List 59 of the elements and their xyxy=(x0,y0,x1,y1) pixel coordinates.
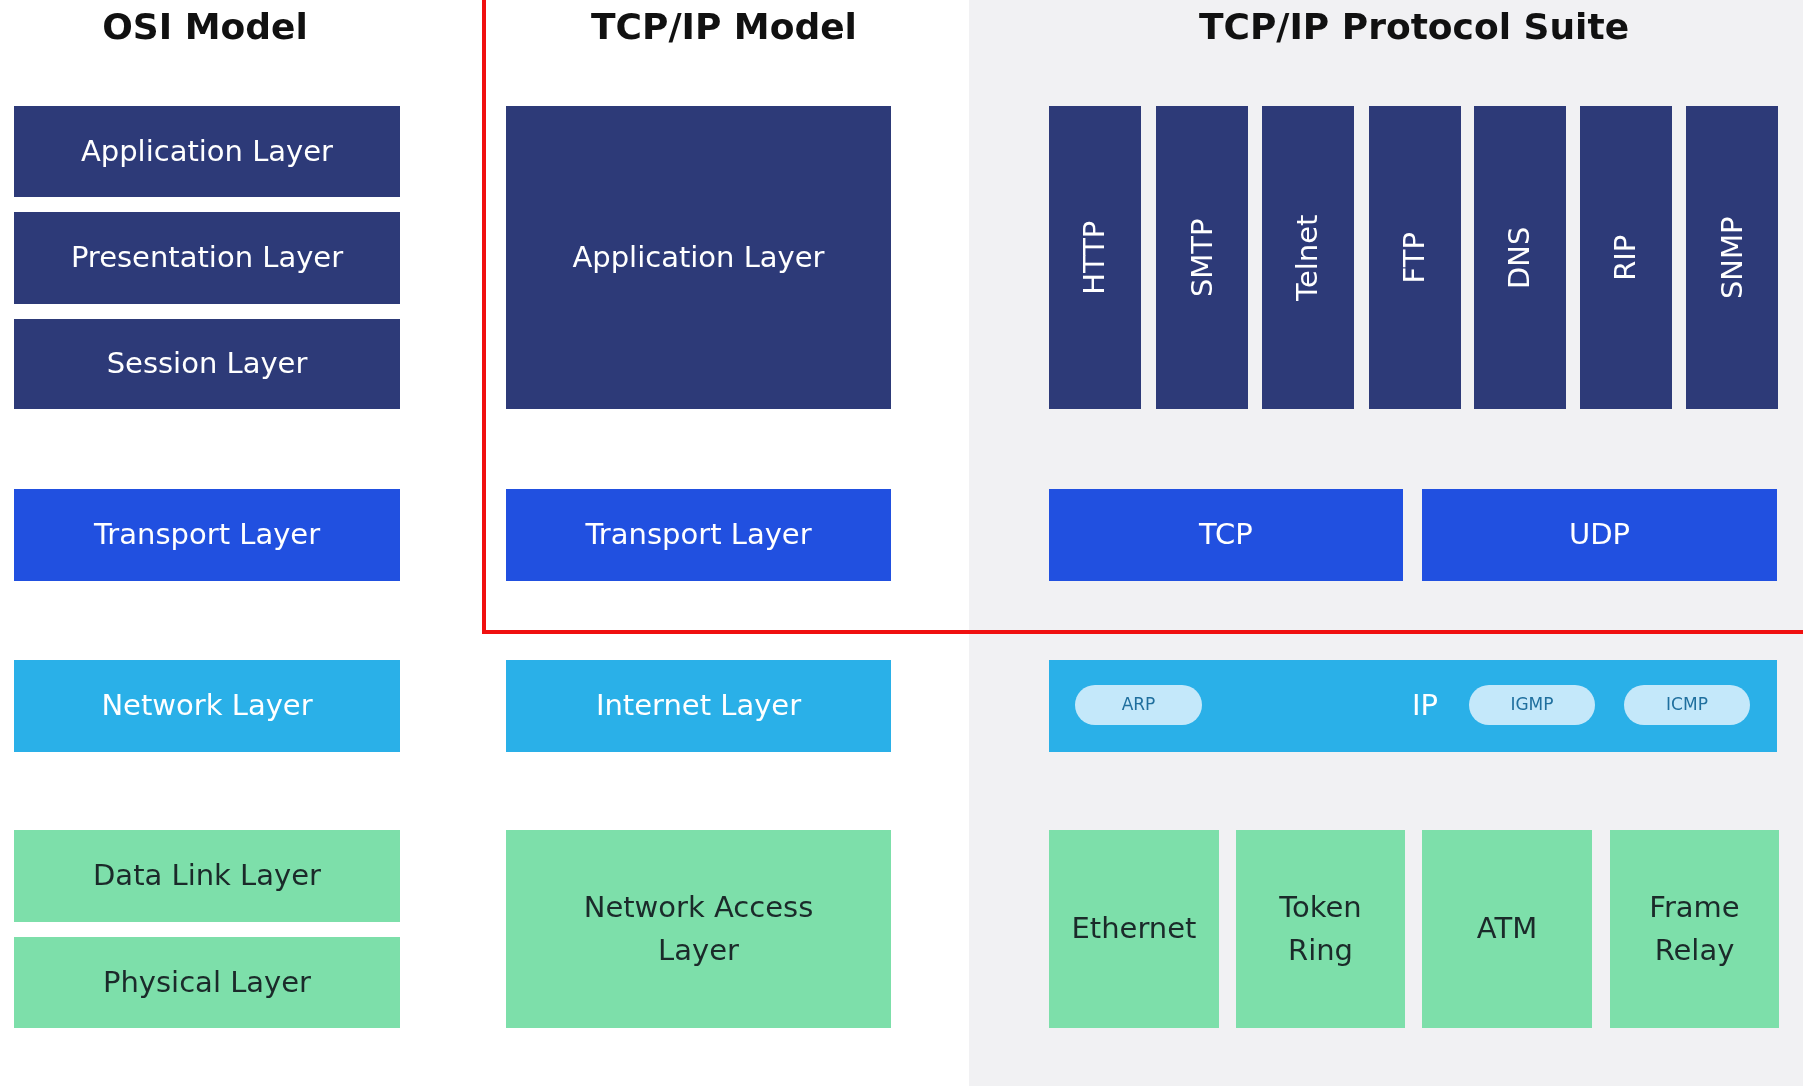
layer-label: Network Layer xyxy=(101,687,313,725)
layer-label: Transport Layer xyxy=(585,516,812,554)
layer-label: ARP xyxy=(1121,693,1156,717)
layer-label: Frame Relay xyxy=(1648,888,1741,969)
layer-box xyxy=(506,830,891,1028)
column-title: TCP/IP Protocol Suite xyxy=(1198,6,1630,47)
layer-label: ICMP xyxy=(1666,693,1708,717)
protocol-column xyxy=(1474,106,1566,409)
layer-label: Presentation Layer xyxy=(70,239,344,277)
protocol-column xyxy=(1049,106,1141,409)
layer-label: RIP xyxy=(1607,234,1644,281)
layer-box xyxy=(14,660,400,752)
layer-label: Data Link Layer xyxy=(93,857,321,895)
layer-label: Internet Layer xyxy=(595,687,802,725)
protocol-column xyxy=(1580,106,1672,409)
layer-box xyxy=(14,106,400,197)
layer-box xyxy=(506,106,891,409)
layer-label: FTP xyxy=(1396,231,1433,284)
layer-box xyxy=(14,212,400,304)
layer-label: UDP xyxy=(1568,516,1630,554)
protocol-box xyxy=(1422,830,1592,1028)
layer-label: TCP xyxy=(1199,516,1253,554)
layer-box xyxy=(14,489,400,581)
layer-label: SMTP xyxy=(1183,218,1220,297)
protocol-pill xyxy=(1469,685,1595,725)
column-title: TCP/IP Model xyxy=(591,6,857,47)
layer-label: Physical Layer xyxy=(102,963,311,1001)
layer-box xyxy=(14,937,400,1028)
layer-box xyxy=(506,489,891,581)
layer-label: Telnet xyxy=(1289,214,1326,301)
protocol-box xyxy=(1049,660,1777,752)
protocol-pill xyxy=(1075,685,1202,725)
protocol-column xyxy=(1262,106,1354,409)
layer-box xyxy=(506,660,891,752)
layer-label: Application Layer xyxy=(572,238,825,276)
layer-box xyxy=(14,319,400,409)
layer-label: DNS xyxy=(1501,226,1538,289)
layer-label: ATM xyxy=(1476,910,1538,948)
protocol-box xyxy=(1049,830,1219,1028)
layer-box xyxy=(14,830,400,922)
protocol-box xyxy=(1422,489,1777,581)
layer-label: Transport Layer xyxy=(93,516,321,554)
layer-label: IP xyxy=(1412,687,1439,725)
protocol-column xyxy=(1369,106,1461,409)
protocol-column xyxy=(1686,106,1778,409)
protocol-box xyxy=(1610,830,1779,1028)
layer-label: HTTP xyxy=(1076,220,1113,295)
layer-label: Network Access Layer xyxy=(582,888,815,969)
layer-label: Token Ring xyxy=(1278,888,1363,969)
protocol-column xyxy=(1156,106,1248,409)
layer-label: Session Layer xyxy=(106,345,308,383)
column-title: OSI Model xyxy=(102,6,308,47)
layer-label: IGMP xyxy=(1510,693,1554,717)
protocol-box xyxy=(1236,830,1405,1028)
layer-label: Application Layer xyxy=(80,132,334,170)
protocol-box xyxy=(1049,489,1403,581)
layer-label: Ethernet xyxy=(1071,910,1197,948)
protocol-pill xyxy=(1624,685,1750,725)
layer-label: SNMP xyxy=(1713,216,1750,299)
